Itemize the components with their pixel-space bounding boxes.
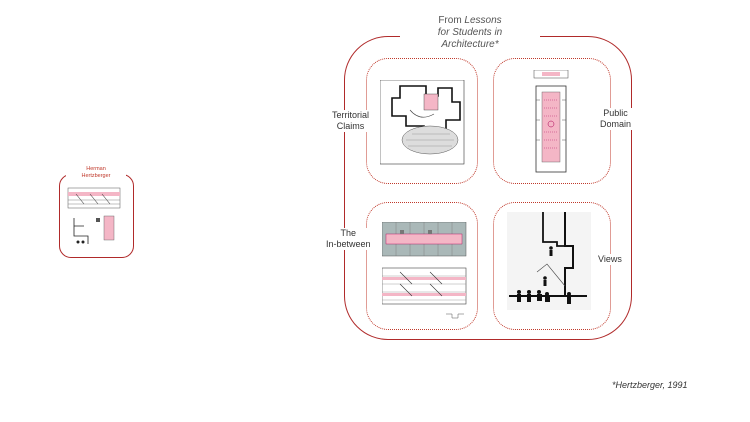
main-title-line1: From Lessons	[438, 15, 502, 26]
main-title: From Lessons for Students in Architectur…	[400, 15, 540, 51]
quadrant-views	[493, 202, 611, 330]
territorial-claims-plan	[380, 80, 465, 165]
main-title-line2: for Students in	[437, 27, 503, 38]
views-section	[507, 212, 591, 310]
mini-card-drawings	[67, 187, 121, 244]
main-title-line3: Architecture*	[441, 39, 499, 50]
footnote-citation: *Hertzberger, 1991	[612, 380, 688, 390]
mini-title-line2: Hertzberger	[81, 173, 111, 179]
in-between-section	[382, 222, 467, 319]
mini-card-title: Herman Hertzberger	[66, 166, 126, 180]
public-domain-plan	[533, 70, 569, 173]
views-label: Views	[596, 254, 624, 265]
public-domain-label: Public Domain	[598, 108, 634, 130]
in-between-label: The In-between	[324, 228, 373, 250]
quadrant-in-between	[366, 202, 478, 330]
territorial-claims-label: Territorial Claims	[330, 110, 372, 132]
mini-title-line1: Herman	[86, 166, 106, 172]
